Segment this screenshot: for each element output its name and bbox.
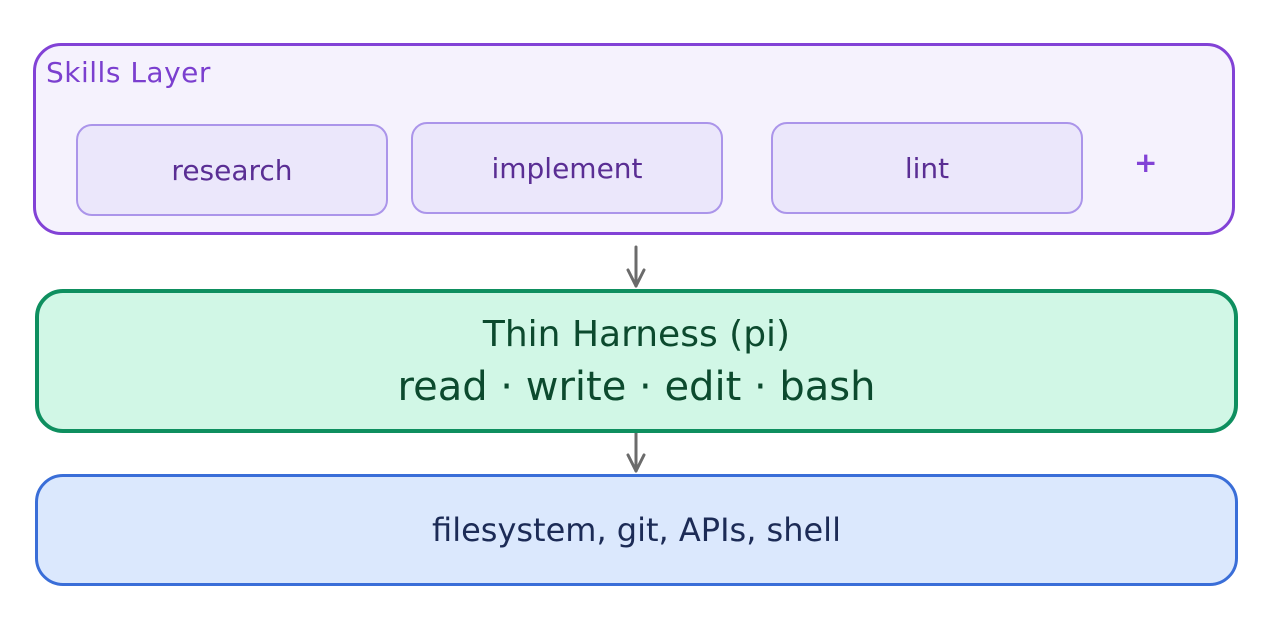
environment-box: filesystem, git, APIs, shell bbox=[35, 474, 1238, 586]
skills-layer-label: Skills Layer bbox=[46, 56, 211, 89]
skill-implement: implement bbox=[411, 122, 723, 214]
skill-lint: lint bbox=[771, 122, 1083, 214]
skills-layer: Skills Layer research implement lint + bbox=[33, 43, 1235, 235]
more-skills-plus: + bbox=[1134, 146, 1158, 179]
harness-title: Thin Harness (pi) bbox=[482, 314, 791, 355]
arrowhead-harness-to-env bbox=[626, 453, 646, 473]
thin-harness-box: Thin Harness (pi) read · write · edit · … bbox=[35, 289, 1238, 433]
arrowhead-skills-to-harness bbox=[626, 268, 646, 288]
environment-label: filesystem, git, APIs, shell bbox=[432, 511, 841, 549]
skill-research: research bbox=[76, 124, 388, 216]
harness-tools: read · write · edit · bash bbox=[397, 364, 876, 410]
